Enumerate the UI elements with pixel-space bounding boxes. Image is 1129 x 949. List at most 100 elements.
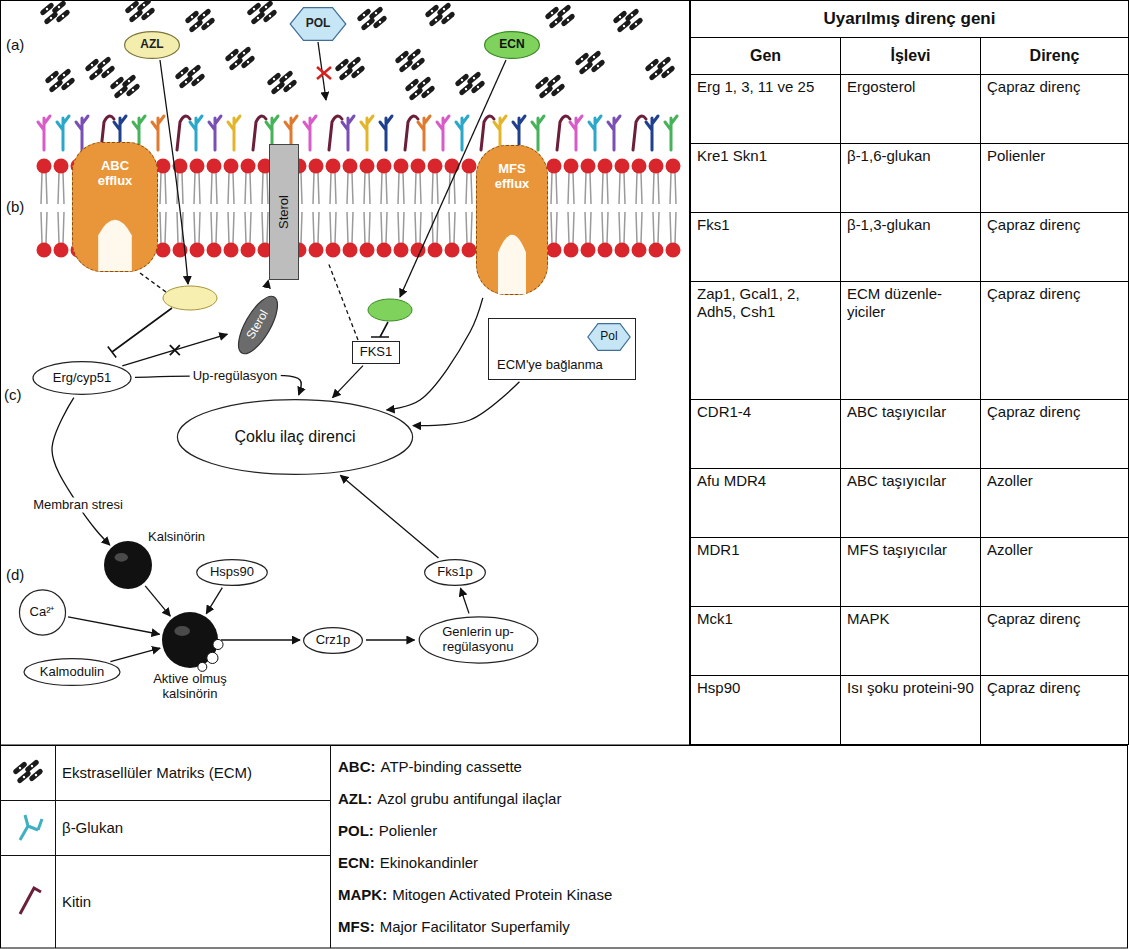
extracellular-matrix-part-part (340, 63, 343, 66)
lipid-bilayer-part (534, 173, 540, 243)
extracellular-matrix-part (420, 85, 435, 99)
extracellular-matrix-part-part (566, 18, 569, 21)
extracellular-matrix-part (538, 85, 553, 99)
pump-pocket (73, 143, 157, 271)
lipid-bilayer-part (364, 173, 370, 243)
pump-pocket-part (498, 235, 526, 294)
lipid-bilayer-part (92, 173, 98, 243)
lipid-bilayer-part (139, 243, 154, 258)
extracellular-matrix-part-part (562, 9, 565, 12)
lipid-bilayer-part (313, 173, 319, 243)
table-cell: Çapraz direnç (981, 400, 1129, 469)
lipid-bilayer-part (211, 173, 217, 243)
abbreviation: POL: (338, 822, 374, 839)
extracellular-matrix-part-part (628, 17, 643, 31)
lipid-bilayer-part (496, 159, 511, 174)
extracellular-matrix-part-part (366, 22, 369, 25)
lipid-bilayer-part (598, 243, 613, 258)
cell-text: Ergosterol (847, 78, 974, 96)
extracellular-matrix-part-part (420, 85, 435, 99)
extracellular-matrix-part (240, 55, 255, 69)
lipid-bilayer-part (466, 173, 472, 243)
lipid-bilayer-part (326, 159, 341, 174)
table-cell: ECM düzenle-yiciler (841, 281, 981, 400)
protein-circle-outline (104, 541, 152, 589)
drug-hexagon-outline (587, 323, 631, 351)
lipid-bilayer-part (71, 243, 86, 258)
extracellular-matrix-part-part (288, 84, 291, 87)
extracellular-matrix-part-part (538, 85, 553, 99)
extracellular-matrix-part-part (66, 82, 69, 85)
extracellular-matrix-part-part (410, 57, 425, 71)
table-cell: MFS taşıyıcılar (841, 538, 981, 607)
node-label: Aktive olmuş kalsinörin (135, 672, 245, 702)
lipid-bilayer-part (241, 243, 256, 258)
extracellular-matrix-part-part (100, 65, 115, 79)
extracellular-matrix-part (48, 79, 63, 93)
extracellular-matrix-part-part (412, 53, 415, 56)
lipid-bilayer-part (326, 243, 341, 258)
cell-wall-glycans-part (57, 116, 69, 150)
lipid-bilayer-part (632, 243, 647, 258)
connector-arrow (267, 280, 269, 287)
extracellular-matrix-part-part (196, 78, 199, 81)
lipid-bilayer-part (343, 243, 358, 258)
lipid-bilayer-part (190, 243, 205, 258)
lipid-bilayer-part (71, 159, 86, 174)
abbreviation-line: MAPK:Mitogen Activated Protein Kinase (338, 886, 1118, 903)
protein-oval: Crz1p (303, 627, 363, 654)
lipid-bilayer-part (513, 243, 528, 258)
extracellular-matrix-part (60, 77, 75, 91)
lipid-bilayer-part (292, 243, 307, 258)
protein-oval: Kalmodulin (23, 658, 121, 686)
cell-wall-glycans-part (304, 116, 316, 150)
connector-arrow (366, 639, 415, 640)
cell-text: Polienler (987, 147, 1122, 165)
protein-oval-outline (196, 559, 268, 586)
extracellular-matrix-part-part (470, 80, 485, 94)
pump-pocket-part (98, 220, 132, 271)
legend-icon (12, 759, 43, 784)
lipid-bilayer-part (615, 243, 630, 258)
extracellular-matrix-part-part (660, 65, 675, 79)
lipid-bilayer-part (670, 173, 676, 243)
table-cell: Çapraz direnç (981, 75, 1129, 144)
extracellular-matrix-part-part (62, 73, 65, 76)
lipid-bilayer-part (449, 173, 455, 243)
extracellular-matrix-part-part (276, 86, 279, 89)
lipid-bilayer-part (296, 173, 302, 243)
extracellular-matrix-part-part (246, 60, 249, 63)
drug-hexagon: Pol (587, 323, 631, 351)
extracellular-matrix-part-part (192, 69, 195, 72)
extracellular-matrix-part-part (102, 61, 105, 64)
lipid-bilayer-part (88, 243, 103, 258)
block-mark (317, 67, 331, 79)
extracellular-matrix-part-part (94, 72, 97, 75)
table-cell: Çapraz direnç (981, 212, 1129, 281)
lipid-bilayer-part (75, 173, 81, 243)
lipid-bilayer-part (245, 173, 251, 243)
cell-text: Mck1 (697, 610, 834, 628)
lipid-bilayer-part (41, 173, 47, 243)
extracellular-matrix-part-part (206, 22, 209, 25)
lipid-bilayer-part (126, 173, 132, 243)
abbreviation-meaning: Major Facilitator Superfamily (380, 918, 570, 935)
table-cell: Hsp90 (691, 676, 841, 745)
cell-text: Gen (697, 46, 834, 65)
extracellular-matrix-part (88, 67, 103, 81)
extracellular-matrix-part-part (234, 62, 237, 65)
cell-text: Kre1 Skn1 (697, 147, 834, 165)
lipid-bilayer-part (241, 159, 256, 174)
connector-arrow (135, 375, 301, 395)
node-label: Sterol (244, 308, 272, 342)
extracellular-matrix-part-part (184, 80, 187, 83)
extracellular-matrix-part-part (630, 13, 633, 16)
extracellular-matrix-part-part (560, 13, 575, 27)
sterol-oval-outline-part (231, 291, 285, 359)
table-cell: İşlevi (841, 38, 981, 75)
extracellular-matrix-part-part (550, 11, 553, 14)
legend-text: Kitin (62, 893, 91, 910)
extracellular-matrix-part-part (57, 5, 60, 8)
